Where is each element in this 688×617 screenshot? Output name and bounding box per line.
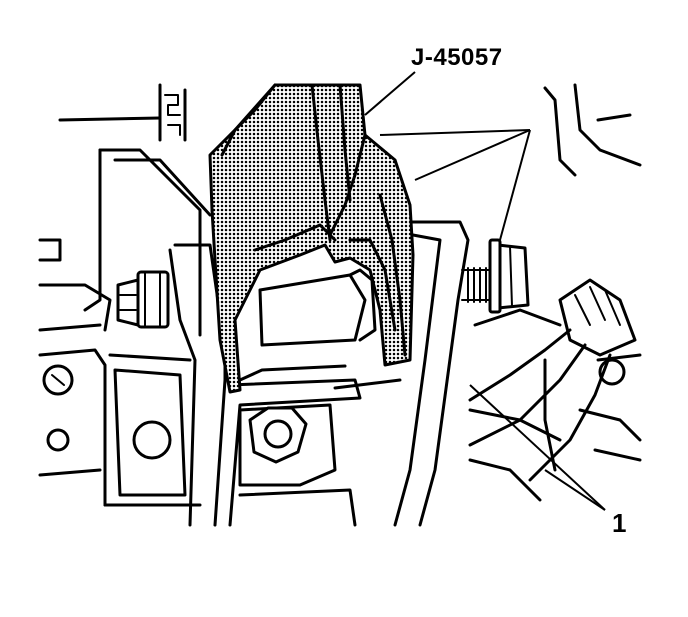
tool-callout-label: J-45057 (411, 44, 503, 71)
center-casting (42, 243, 362, 527)
special-tool (208, 83, 415, 394)
center-nut (248, 406, 308, 464)
left-bracket (38, 83, 212, 507)
left-bolt (116, 270, 170, 329)
leader-lines (364, 71, 606, 511)
right-bolt (461, 238, 530, 314)
part-callout-label: 1 (612, 508, 627, 538)
right-assembly (468, 83, 642, 502)
